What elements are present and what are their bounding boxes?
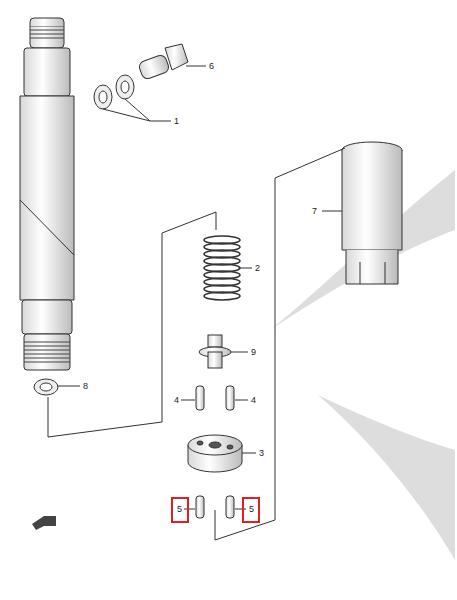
callout-number: 4 bbox=[173, 395, 180, 405]
callout-number: 5 bbox=[248, 504, 255, 514]
callout-number: 3 bbox=[258, 448, 265, 458]
callout-number: 9 bbox=[250, 347, 257, 357]
callout-number: 7 bbox=[311, 206, 318, 216]
spring-coil bbox=[204, 292, 240, 300]
callout-number: 1 bbox=[173, 116, 180, 126]
callout-number: 4 bbox=[250, 395, 257, 405]
callout-number: 5 bbox=[176, 504, 183, 514]
callout-number: 6 bbox=[208, 61, 215, 71]
callout-number: 8 bbox=[82, 381, 89, 391]
callout-number: 2 bbox=[254, 263, 261, 273]
